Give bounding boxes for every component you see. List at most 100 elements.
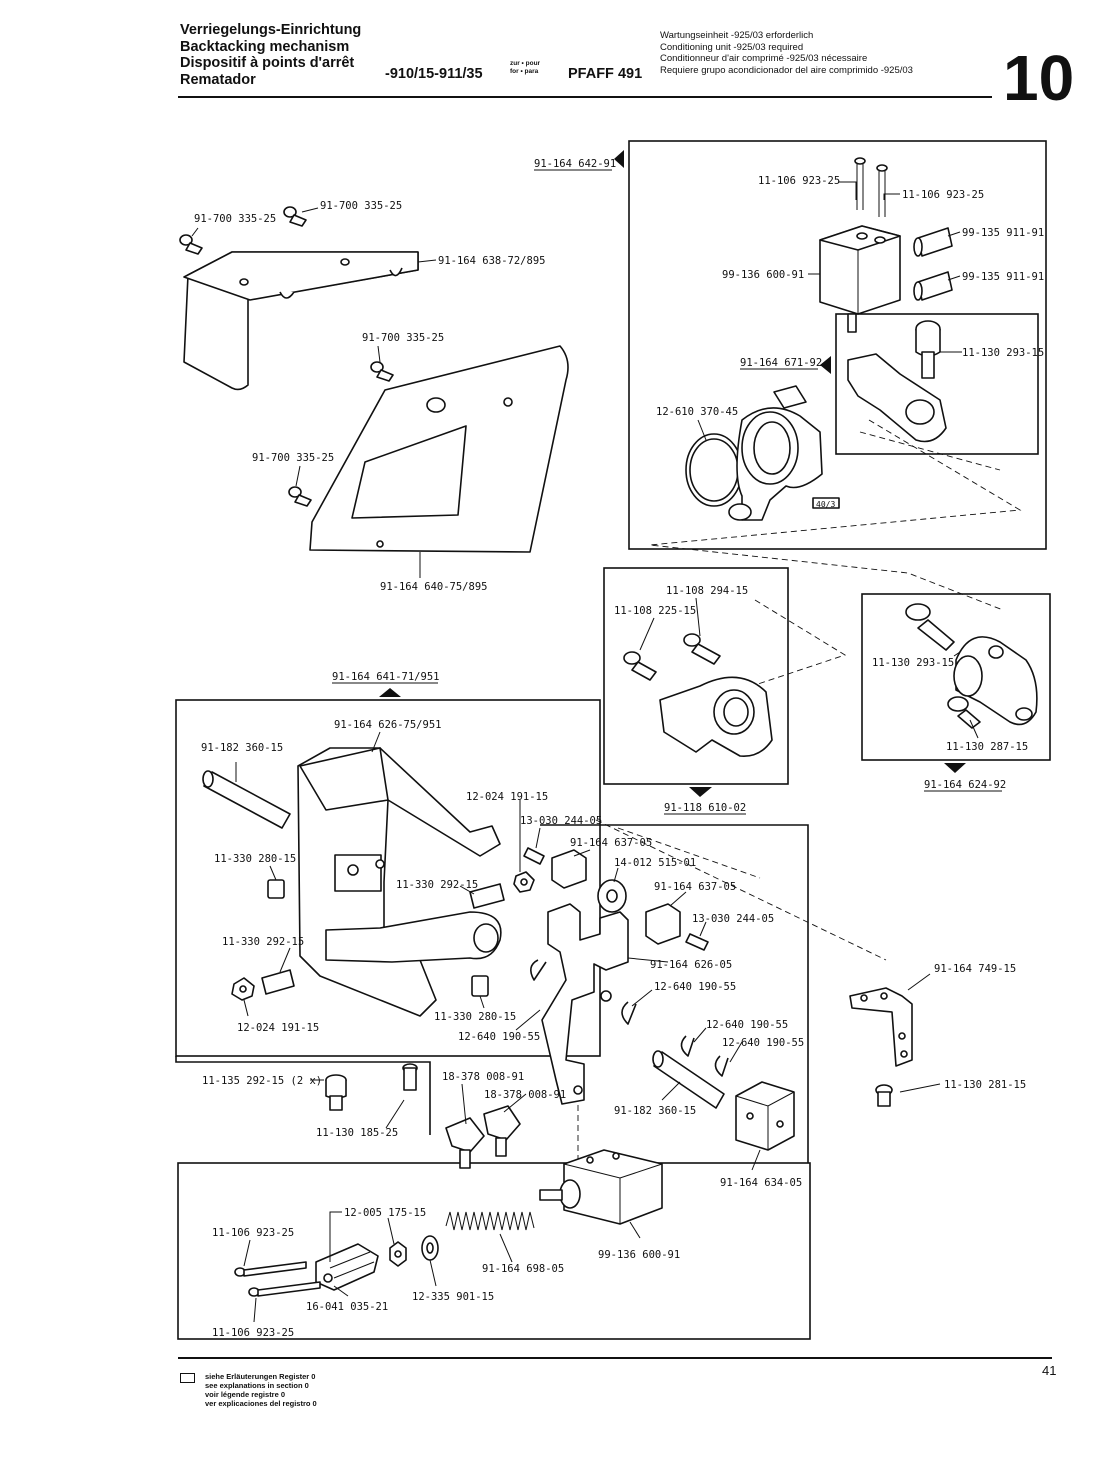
variant-code: -910/15-911/35 — [385, 66, 483, 82]
part-label: 91-164 634-05 — [720, 1177, 802, 1189]
pin-small-icon — [685, 933, 709, 951]
ring-icon — [621, 1001, 637, 1025]
part-label: 11-130 281-15 — [944, 1079, 1026, 1091]
assembly-dashed-line — [595, 819, 887, 961]
part-label: 11-130 293-15 — [962, 347, 1044, 359]
part-label: 11-330 280-15 — [434, 1011, 516, 1023]
part-label: 91-182 360-15 — [201, 742, 283, 754]
nut-icon — [513, 871, 535, 893]
part-label: 91-700 335-25 — [362, 332, 444, 344]
label-lever-assembly: 91-164 624-92 — [924, 779, 1006, 791]
assembly-arrow-icon — [689, 787, 712, 797]
ring-icon — [680, 1035, 695, 1057]
part-label: 11-330 280-15 — [214, 853, 296, 865]
long-screw-icon — [248, 1281, 321, 1297]
valve-block-part — [819, 225, 901, 333]
assembly-dashed-line — [739, 599, 847, 691]
legend-text: siehe Erläuterungen Register 0 see expla… — [205, 1372, 317, 1408]
pin-part — [652, 1050, 725, 1109]
part-label: 14-012 515-01 — [614, 857, 696, 869]
part-label: 11-106 923-25 — [212, 1327, 294, 1339]
legend-line: ver explicaciones del registro 0 — [205, 1399, 317, 1408]
clevis-part — [315, 1243, 379, 1291]
part-label: 12-610 370-45 — [656, 406, 738, 418]
part-label: 12-005 175-15 — [344, 1207, 426, 1219]
part-label: 11-135 292-15 (2 x) — [202, 1075, 322, 1087]
part-label: 11-106 923-25 — [902, 189, 984, 201]
bracket-assembly-box — [835, 313, 1039, 455]
cylinder-part — [539, 1149, 663, 1225]
part-label: 11-108 294-15 — [666, 585, 748, 597]
ring-icon — [530, 959, 547, 981]
part-label: 12-640 190-55 — [654, 981, 736, 993]
title-block: Verriegelungs-Einrichtung Backtacking me… — [180, 22, 361, 88]
valve-fitting-icon — [445, 1117, 485, 1169]
part-label: 91-700 335-25 — [320, 200, 402, 212]
part-label: 12-640 190-55 — [458, 1031, 540, 1043]
legend-line: voir légende registre 0 — [205, 1390, 286, 1399]
part-label: 11-130 287-15 — [946, 741, 1028, 753]
block-icon — [645, 903, 681, 945]
label-valve-assembly: 91-164 642-91 — [534, 158, 616, 170]
screw-icon — [179, 234, 203, 255]
nut-icon — [231, 977, 255, 1001]
lever-assembly-box — [861, 593, 1051, 761]
legend-line: see explanations in section 0 — [205, 1381, 309, 1390]
part-label: 91-182 360-15 — [614, 1105, 696, 1117]
part-label: 12-640 190-55 — [722, 1037, 804, 1049]
setscrew-icon — [261, 969, 295, 995]
part-label: 18-378 008-91 — [442, 1071, 524, 1083]
screw-icon — [875, 1084, 893, 1107]
part-label: 99-136 600-91 — [598, 1249, 680, 1261]
nut-icon — [389, 1241, 407, 1267]
part-label: 99-136 600-91 — [722, 269, 804, 281]
plate-part — [309, 345, 569, 553]
part-label: 91-700 335-25 — [194, 213, 276, 225]
for-label-line: for • para — [510, 68, 539, 75]
legend-line: siehe Erläuterungen Register 0 — [205, 1372, 316, 1381]
part-label: 13-030 244-05 — [520, 815, 602, 827]
for-label-line: zur • pour — [510, 60, 541, 67]
title-fr: Dispositif à points d'arrêt — [180, 55, 355, 71]
part-label: 91-164 749-15 — [934, 963, 1016, 975]
screw-group-box — [175, 1056, 431, 1135]
pin-part — [202, 770, 291, 829]
part-label: 99-135 911-91 — [962, 271, 1044, 283]
screw-icon — [402, 1063, 418, 1091]
screw-icon — [288, 486, 312, 507]
part-label: 99-135 911-91 — [962, 227, 1044, 239]
socket-screw-icon — [905, 603, 955, 651]
bearing-icon — [597, 879, 627, 913]
clamp-part — [659, 676, 773, 757]
part-label: 91-164 637-05 — [654, 881, 736, 893]
title-de: Verriegelungs-Einrichtung — [180, 22, 362, 38]
socket-screw-icon — [947, 696, 981, 729]
cover-part — [183, 251, 419, 391]
label-bracket-assembly: 91-164 671-92 — [740, 357, 822, 369]
note-es: Requiere grupo acondicionador del aire c… — [660, 64, 913, 76]
screw-icon — [683, 633, 721, 665]
socket-screw-icon — [915, 320, 941, 379]
label-frame-assembly: 91-164 641-71/951 — [332, 671, 439, 683]
assembly-dashed-line — [649, 419, 1022, 611]
ring-icon — [714, 1055, 729, 1077]
header-rule — [178, 96, 992, 98]
part-label: 16-041 035-21 — [306, 1301, 388, 1313]
setscrew-icon — [471, 975, 489, 997]
note-en: Conditioning unit -925/03 required — [660, 41, 804, 53]
setscrew-icon — [469, 883, 505, 909]
valve-assembly-box — [628, 140, 1047, 550]
pin-small-icon — [523, 847, 545, 865]
part-label: 91-164 626-75/951 — [334, 719, 441, 731]
part-label: 11-106 923-25 — [212, 1227, 294, 1239]
assembly-arrow-icon — [379, 688, 401, 697]
leader-lines — [191, 181, 979, 1323]
part-label: 11-130 293-15 — [872, 657, 954, 669]
title-en: Backtacking mechanism — [180, 38, 350, 55]
screw-icon — [623, 651, 657, 681]
part-label: 12-335 901-15 — [412, 1291, 494, 1303]
legend-box-icon — [180, 1373, 195, 1383]
screw-icon — [325, 1074, 347, 1111]
part-label: 91-164 640-75/895 — [380, 581, 487, 593]
